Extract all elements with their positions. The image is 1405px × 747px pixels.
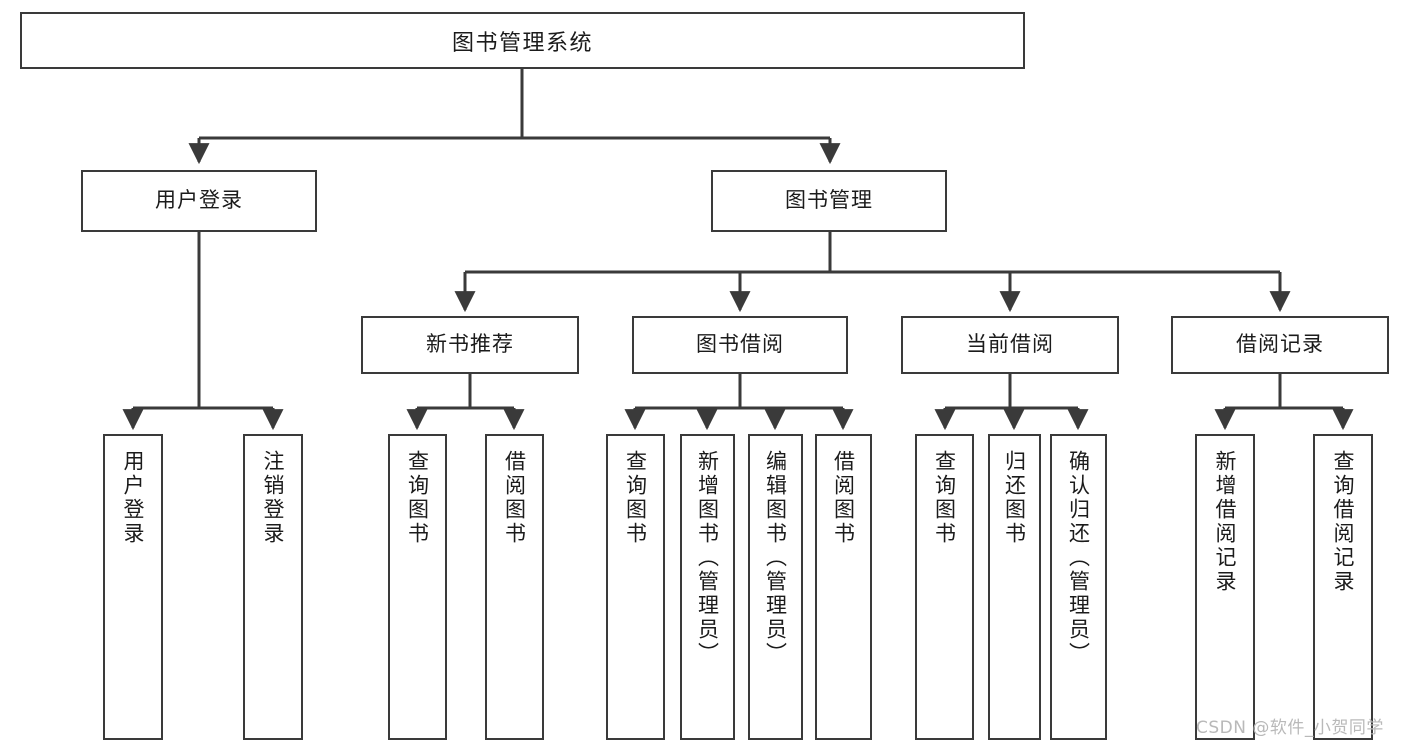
leaf-edit-book-admin[interactable]: 编辑图书（管理员） <box>748 434 803 740</box>
leaf-query-book-borrow[interactable]: 查询图书 <box>606 434 665 740</box>
node-label: 注销登录 <box>261 450 286 546</box>
node-book-borrow[interactable]: 图书借阅 <box>632 316 848 374</box>
node-label: 新增借阅记录 <box>1213 450 1238 594</box>
node-label: 新增图书（管理员） <box>695 450 720 666</box>
leaf-user-logout[interactable]: 注销登录 <box>243 434 303 740</box>
node-label: 查询图书 <box>932 450 957 546</box>
node-label: 查询图书 <box>405 450 430 546</box>
node-label: 图书借阅 <box>696 332 784 357</box>
node-label: 借阅图书 <box>502 450 527 546</box>
node-label: 用户登录 <box>121 450 146 546</box>
node-label: 借阅图书 <box>831 450 856 546</box>
node-user-login[interactable]: 用户登录 <box>81 170 317 232</box>
node-borrow-record[interactable]: 借阅记录 <box>1171 316 1389 374</box>
node-root[interactable]: 图书管理系统 <box>20 12 1025 69</box>
leaf-borrow-book-recommend[interactable]: 借阅图书 <box>485 434 544 740</box>
node-label: 用户登录 <box>155 188 243 213</box>
watermark: CSDN @软件_小贺同学 <box>1196 718 1384 738</box>
leaf-query-book-current[interactable]: 查询图书 <box>915 434 974 740</box>
node-label: 借阅记录 <box>1236 332 1324 357</box>
node-current-borrow[interactable]: 当前借阅 <box>901 316 1119 374</box>
node-label: 新书推荐 <box>426 332 514 357</box>
leaf-add-borrow-record[interactable]: 新增借阅记录 <box>1195 434 1255 740</box>
leaf-query-borrow-record[interactable]: 查询借阅记录 <box>1313 434 1373 740</box>
leaf-confirm-return-admin[interactable]: 确认归还（管理员） <box>1050 434 1107 740</box>
node-new-book-recommend[interactable]: 新书推荐 <box>361 316 579 374</box>
node-label: 查询图书 <box>623 450 648 546</box>
node-label: 图书管理系统 <box>451 30 593 56</box>
node-label: 确认归还（管理员） <box>1066 450 1091 666</box>
leaf-query-book-recommend[interactable]: 查询图书 <box>388 434 447 740</box>
leaf-borrow-book[interactable]: 借阅图书 <box>815 434 872 740</box>
node-label: 图书管理 <box>785 188 873 213</box>
leaf-user-login[interactable]: 用户登录 <box>103 434 163 740</box>
leaf-return-book[interactable]: 归还图书 <box>988 434 1041 740</box>
leaf-add-book-admin[interactable]: 新增图书（管理员） <box>680 434 735 740</box>
node-label: 当前借阅 <box>966 332 1054 357</box>
node-label: 编辑图书（管理员） <box>763 450 788 666</box>
node-book-management[interactable]: 图书管理 <box>711 170 947 232</box>
node-label: 归还图书 <box>1002 450 1027 546</box>
node-label: 查询借阅记录 <box>1331 450 1356 594</box>
